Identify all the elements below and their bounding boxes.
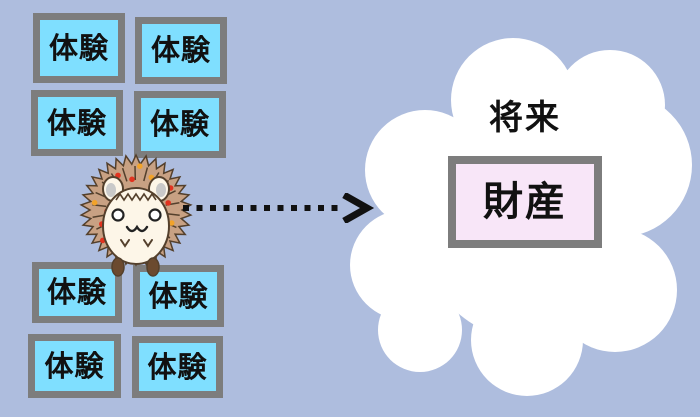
- experience-box-label: 体験: [46, 105, 107, 140]
- hedgehog-face: [102, 187, 170, 265]
- experience-box-6: 体験: [133, 265, 224, 327]
- experience-box-label: 体験: [147, 349, 208, 384]
- experience-box-1: 体験: [33, 13, 125, 83]
- asset-box: 財産: [448, 156, 602, 248]
- hedgehog-fringe: [115, 192, 157, 202]
- experience-box-label: 体験: [46, 275, 107, 309]
- experience-box-label: 体験: [150, 33, 211, 67]
- hedgehog-eye-right: [148, 208, 162, 222]
- experience-box-5: 体験: [32, 262, 122, 323]
- experience-box-label: 体験: [48, 30, 109, 65]
- experience-box-label: 体験: [44, 348, 105, 383]
- hedgehog-foot-left: [111, 257, 125, 277]
- experience-box-4: 体験: [134, 91, 226, 158]
- hedgehog-mouth: [125, 224, 149, 233]
- hedgehog-ears: [102, 176, 170, 202]
- future-heading: 将来: [489, 98, 561, 138]
- dotted-right-arrow-icon: [183, 193, 375, 223]
- experience-box-7: 体験: [28, 334, 121, 398]
- arrow-head-icon: [342, 193, 375, 223]
- experience-box-2: 体験: [135, 17, 227, 84]
- asset-box-label: 財産: [483, 179, 567, 225]
- experience-box-8: 体験: [132, 336, 223, 398]
- experience-box-3: 体験: [31, 90, 123, 156]
- experience-box-label: 体験: [148, 278, 209, 313]
- hedgehog-illustration: [79, 153, 193, 277]
- hedgehog-paw-left: [120, 239, 130, 248]
- experience-box-label: 体験: [149, 107, 210, 141]
- hedgehog-eye-left: [111, 208, 125, 222]
- hedgehog-paw-right: [143, 239, 153, 248]
- hedgehog-foot-right: [146, 257, 160, 277]
